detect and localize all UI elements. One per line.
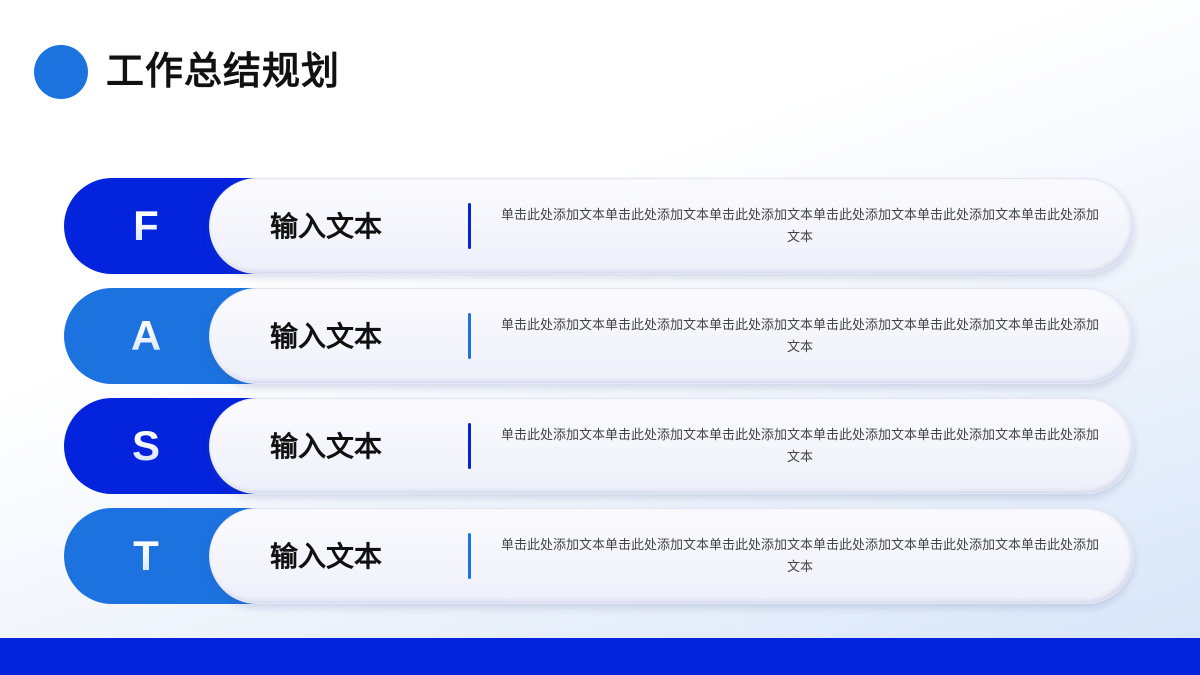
- fast-row-s: S 输入文本 单击此处添加文本单击此处添加文本单击此处添加文本单击此处添加文本单…: [64, 398, 1134, 494]
- footer-bar: [0, 638, 1200, 675]
- letter-label: S: [64, 398, 228, 494]
- title-dot-icon: [34, 45, 88, 99]
- letter-label: A: [64, 288, 228, 384]
- vertical-divider: [468, 533, 471, 579]
- card-heading[interactable]: 输入文本: [270, 430, 383, 463]
- card-description[interactable]: 单击此处添加文本单击此处添加文本单击此处添加文本单击此处添加文本单击此处添加文本…: [500, 428, 1099, 465]
- card-description[interactable]: 单击此处添加文本单击此处添加文本单击此处添加文本单击此处添加文本单击此处添加文本…: [500, 538, 1099, 575]
- card-heading[interactable]: 输入文本: [270, 320, 383, 353]
- content-card[interactable]: 输入文本 单击此处添加文本单击此处添加文本单击此处添加文本单击此处添加文本单击此…: [209, 288, 1134, 384]
- content-card[interactable]: 输入文本 单击此处添加文本单击此处添加文本单击此处添加文本单击此处添加文本单击此…: [209, 178, 1134, 274]
- letter-label: F: [64, 178, 228, 274]
- letter-label: T: [64, 508, 228, 604]
- card-description[interactable]: 单击此处添加文本单击此处添加文本单击此处添加文本单击此处添加文本单击此处添加文本…: [500, 318, 1099, 355]
- fast-row-a: A 输入文本 单击此处添加文本单击此处添加文本单击此处添加文本单击此处添加文本单…: [64, 288, 1134, 384]
- vertical-divider: [468, 203, 471, 249]
- vertical-divider: [468, 313, 471, 359]
- card-description[interactable]: 单击此处添加文本单击此处添加文本单击此处添加文本单击此处添加文本单击此处添加文本…: [500, 208, 1099, 245]
- card-heading[interactable]: 输入文本: [270, 540, 383, 573]
- content-card[interactable]: 输入文本 单击此处添加文本单击此处添加文本单击此处添加文本单击此处添加文本单击此…: [209, 398, 1134, 494]
- card-heading[interactable]: 输入文本: [270, 210, 383, 243]
- fast-row-f: F 输入文本 单击此处添加文本单击此处添加文本单击此处添加文本单击此处添加文本单…: [64, 178, 1134, 274]
- fast-row-t: T 输入文本 单击此处添加文本单击此处添加文本单击此处添加文本单击此处添加文本单…: [64, 508, 1134, 604]
- content-card[interactable]: 输入文本 单击此处添加文本单击此处添加文本单击此处添加文本单击此处添加文本单击此…: [209, 508, 1134, 604]
- page-title: 工作总结规划: [106, 49, 341, 93]
- vertical-divider: [468, 423, 471, 469]
